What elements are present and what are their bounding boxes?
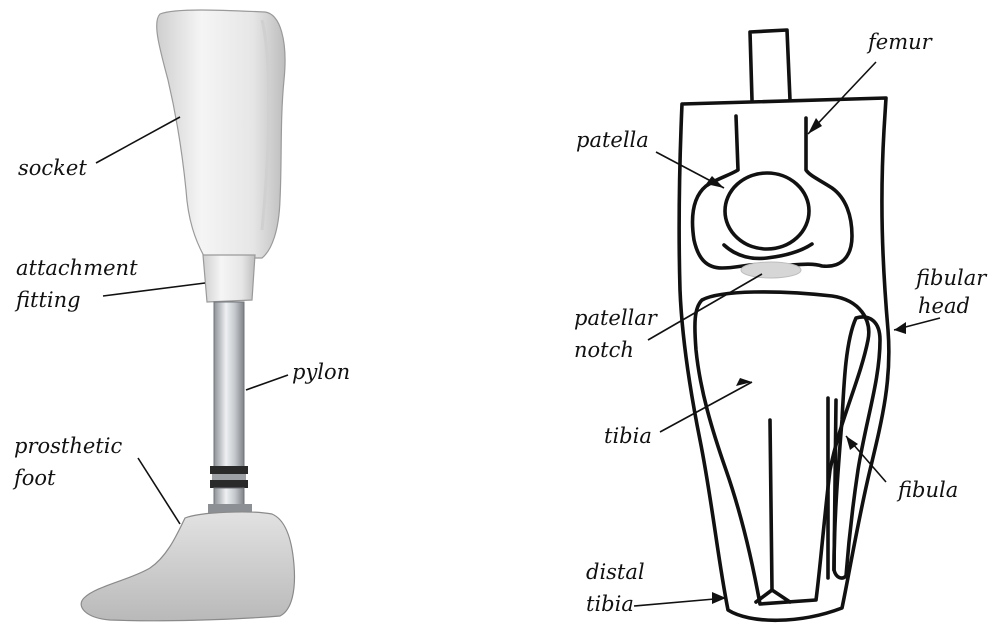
label-socket: socket bbox=[18, 156, 87, 180]
femur-condyles bbox=[693, 116, 853, 268]
tibia-shape bbox=[695, 292, 869, 604]
patella-shape bbox=[725, 173, 809, 249]
leader-line-tibia bbox=[660, 382, 752, 432]
label-fitting: fitting bbox=[16, 288, 81, 312]
label-patella: patella bbox=[576, 128, 649, 152]
label-fibula: fibula bbox=[898, 478, 958, 502]
label-distal: distal bbox=[586, 560, 645, 584]
femur-shaft bbox=[750, 30, 790, 100]
label-femur: femur bbox=[868, 30, 932, 54]
label-attachment: attachment bbox=[16, 256, 138, 280]
label-notch: notch bbox=[574, 338, 634, 362]
label-tibia: tibia bbox=[604, 424, 652, 448]
label-patellar: patellar bbox=[574, 306, 657, 330]
label-foot: foot bbox=[14, 466, 56, 490]
label-prosthetic: prosthetic bbox=[14, 434, 122, 458]
leader-line-patellar-notch bbox=[648, 274, 762, 340]
patellar-notch-shape bbox=[741, 262, 801, 278]
label-fibular: fibular bbox=[916, 266, 986, 290]
label-pylon: pylon bbox=[292, 360, 350, 384]
label-distal-tibia: tibia bbox=[586, 592, 634, 616]
label-head: head bbox=[918, 294, 970, 318]
